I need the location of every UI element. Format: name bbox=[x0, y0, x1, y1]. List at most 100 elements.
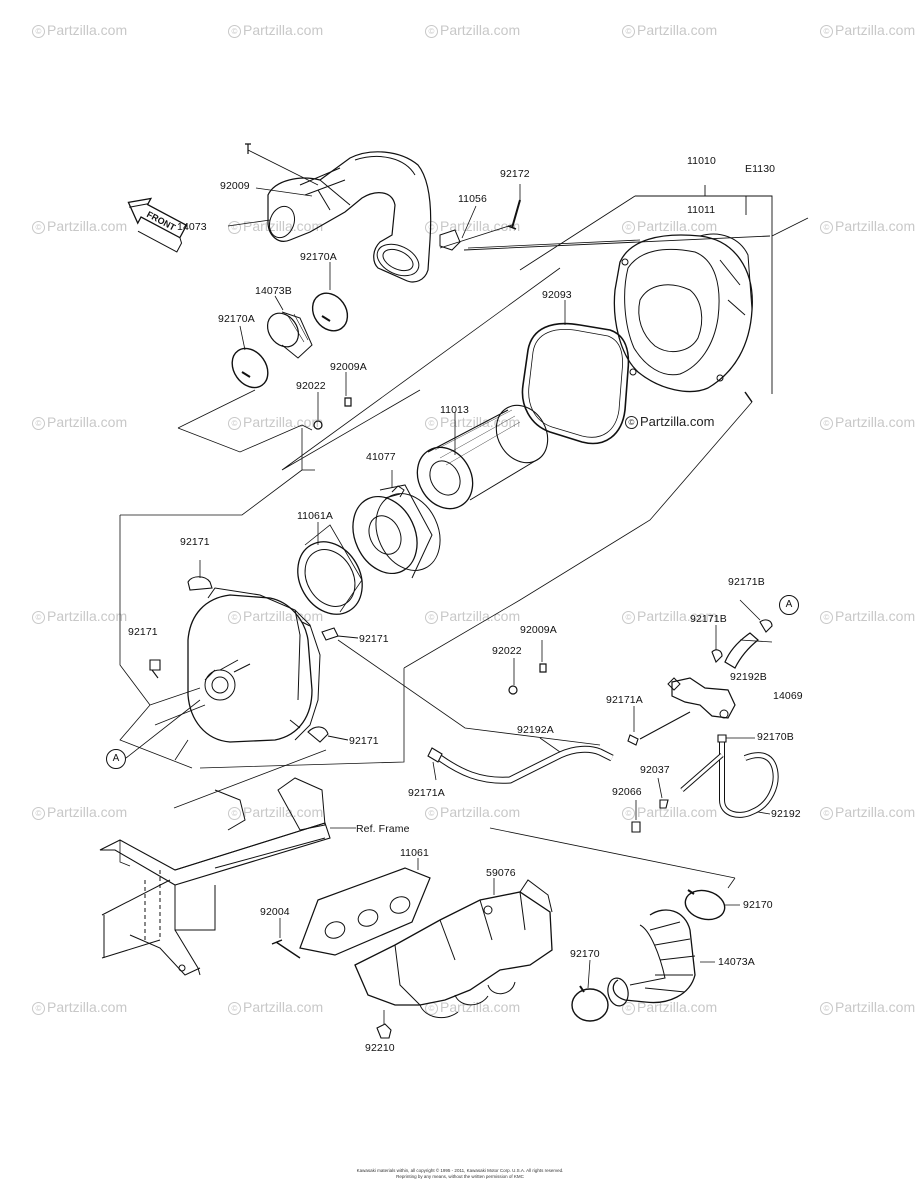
exhaust-hose-14073A bbox=[607, 909, 696, 1007]
copyright-circle-icon: © bbox=[820, 1002, 833, 1015]
part-label[interactable]: 92171 bbox=[359, 633, 389, 645]
part-label[interactable]: 14069 bbox=[773, 690, 803, 702]
copyright-circle-icon: © bbox=[622, 25, 635, 38]
part-label[interactable]: 11056 bbox=[458, 193, 487, 205]
watermark: ©Partzilla.com bbox=[820, 218, 915, 234]
filter-holder-41077 bbox=[352, 484, 441, 579]
watermark: ©Partzilla.com bbox=[425, 804, 520, 820]
part-label[interactable]: 92192 bbox=[771, 808, 801, 820]
copyright-line: Kawasaki materials within, all copyright… bbox=[356, 1168, 564, 1173]
copyright-circle-icon: © bbox=[32, 1002, 45, 1015]
part-label[interactable]: 14073B bbox=[255, 285, 292, 297]
part-label[interactable]: 92093 bbox=[542, 289, 572, 301]
watermark: ©Partzilla.com bbox=[32, 218, 127, 234]
copyright-circle-icon: © bbox=[228, 25, 241, 38]
copyright-circle-icon: © bbox=[425, 417, 438, 430]
watermark: ©Partzilla.com bbox=[820, 608, 915, 624]
copyright-circle-icon: © bbox=[820, 25, 833, 38]
copyright-circle-icon: © bbox=[425, 807, 438, 820]
part-label[interactable]: 92171A bbox=[606, 694, 643, 706]
copyright-circle-icon: © bbox=[32, 417, 45, 430]
part-label[interactable]: 92192A bbox=[517, 724, 554, 736]
part-label[interactable]: 11010 bbox=[687, 155, 716, 167]
watermark: ©Partzilla.com bbox=[32, 999, 127, 1015]
part-label[interactable]: 92171 bbox=[180, 536, 210, 548]
copyright-footer: Kawasaki materials within, all copyright… bbox=[340, 1168, 580, 1180]
diagram-code: E1130 bbox=[745, 163, 776, 175]
air-filter-11013 bbox=[416, 404, 549, 510]
part-label[interactable]: 92009A bbox=[520, 624, 557, 636]
copyright-circle-icon: © bbox=[228, 807, 241, 820]
part-label[interactable]: 92210 bbox=[365, 1042, 395, 1054]
copyright-circle-icon: © bbox=[228, 611, 241, 624]
copyright-circle-icon: © bbox=[32, 25, 45, 38]
part-label[interactable]: 92172 bbox=[500, 168, 530, 180]
part-label[interactable]: 92192B bbox=[730, 671, 767, 683]
connector-marker-a: A bbox=[106, 749, 126, 769]
copyright-circle-icon: © bbox=[425, 221, 438, 234]
part-label[interactable]: 92170 bbox=[570, 948, 600, 960]
part-label[interactable]: 59076 bbox=[486, 867, 516, 879]
watermark: ©Partzilla.com bbox=[228, 608, 323, 624]
part-label[interactable]: 92171A bbox=[408, 787, 445, 799]
part-label[interactable]: 14073 bbox=[177, 221, 207, 233]
watermark: ©Partzilla.com bbox=[425, 218, 520, 234]
copyright-circle-icon: © bbox=[820, 221, 833, 234]
copyright-circle-icon: © bbox=[32, 807, 45, 820]
ref-frame-label: Ref. Frame bbox=[356, 823, 410, 835]
airbox-cover-11011 bbox=[613, 233, 753, 393]
copyright-circle-icon: © bbox=[820, 611, 833, 624]
part-label[interactable]: 92009 bbox=[220, 180, 250, 192]
part-label[interactable]: 92170A bbox=[300, 251, 337, 263]
airbox-case bbox=[187, 587, 321, 743]
part-label[interactable]: 92171B bbox=[690, 613, 727, 625]
part-label[interactable]: 92170B bbox=[757, 731, 794, 743]
copyright-circle-icon: © bbox=[425, 611, 438, 624]
copyright-circle-icon: © bbox=[425, 25, 438, 38]
watermark: ©Partzilla.com bbox=[32, 22, 127, 38]
boot-14073B bbox=[266, 311, 313, 359]
part-label[interactable]: 11013 bbox=[440, 404, 469, 416]
part-label[interactable]: 92037 bbox=[640, 764, 670, 776]
watermark: ©Partzilla.com bbox=[820, 22, 915, 38]
watermark: ©Partzilla.com bbox=[622, 804, 717, 820]
copyright-circle-icon: © bbox=[32, 611, 45, 624]
copyright-circle-icon: © bbox=[228, 221, 241, 234]
copyright-circle-icon: © bbox=[228, 1002, 241, 1015]
part-label[interactable]: 92170 bbox=[743, 899, 773, 911]
part-label[interactable]: 92170A bbox=[218, 313, 255, 325]
manifold-59076 bbox=[354, 879, 553, 1019]
part-label[interactable]: 41077 bbox=[366, 451, 396, 463]
manifold-gasket-11061 bbox=[299, 867, 431, 956]
part-label[interactable]: 92171 bbox=[349, 735, 379, 747]
part-label[interactable]: 92066 bbox=[612, 786, 642, 798]
copyright-circle-icon: © bbox=[625, 416, 638, 429]
part-label[interactable]: 11011 bbox=[687, 204, 716, 216]
watermark: ©Partzilla.com bbox=[622, 608, 717, 624]
center-watermark: ©Partzilla.com bbox=[625, 414, 714, 429]
connector-marker-a: A bbox=[779, 595, 799, 615]
part-label[interactable]: 92171B bbox=[728, 576, 765, 588]
part-label[interactable]: 92009A bbox=[330, 361, 367, 373]
part-label[interactable]: 92004 bbox=[260, 906, 290, 918]
watermark: ©Partzilla.com bbox=[228, 218, 323, 234]
part-label[interactable]: 92022 bbox=[296, 380, 326, 392]
watermark: ©Partzilla.com bbox=[820, 414, 915, 430]
watermark: ©Partzilla.com bbox=[228, 999, 323, 1015]
watermark: ©Partzilla.com bbox=[32, 608, 127, 624]
part-label[interactable]: 11061A bbox=[297, 510, 334, 522]
watermark: ©Partzilla.com bbox=[425, 414, 520, 430]
copyright-circle-icon: © bbox=[32, 221, 45, 234]
copyright-circle-icon: © bbox=[622, 807, 635, 820]
copyright-circle-icon: © bbox=[622, 1002, 635, 1015]
part-label[interactable]: 92022 bbox=[492, 645, 522, 657]
part-label[interactable]: 92171 bbox=[128, 626, 158, 638]
part-label[interactable]: 14073A bbox=[718, 956, 755, 968]
copyright-circle-icon: © bbox=[622, 611, 635, 624]
watermark: ©Partzilla.com bbox=[622, 218, 717, 234]
watermark: ©Partzilla.com bbox=[228, 22, 323, 38]
watermark: ©Partzilla.com bbox=[228, 804, 323, 820]
part-label[interactable]: 11061 bbox=[400, 847, 429, 859]
